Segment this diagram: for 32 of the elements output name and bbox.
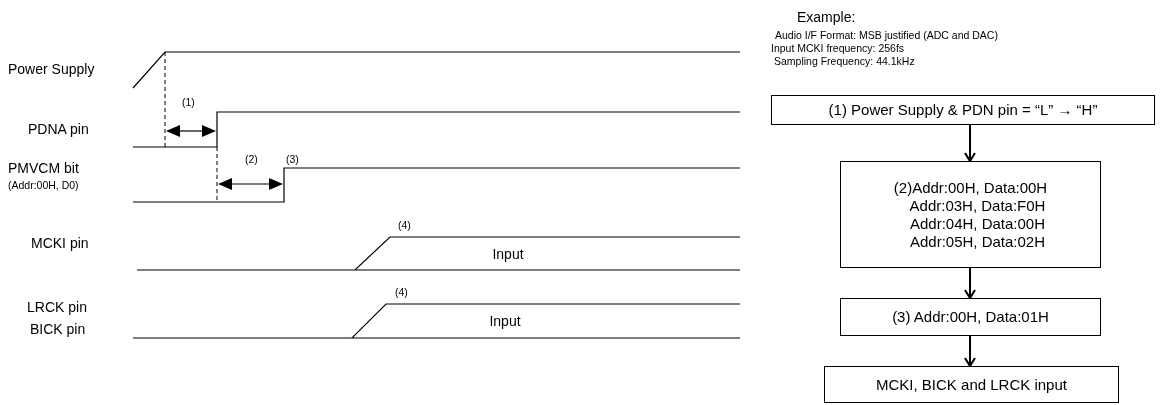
signal-label: LRCK pin — [27, 300, 87, 316]
box-text: (1) Power Supply & PDN pin = “L” → “H” — [828, 101, 1098, 119]
note-text: Audio I/F Format: MSB justified (ADC and DAC) — [775, 30, 998, 42]
signal-label: PDNA pin — [28, 122, 89, 138]
step-number: (2) — [245, 154, 258, 166]
box-text: (3) Addr:00H, Data:01H — [892, 308, 1049, 326]
step-number: (4) — [395, 287, 408, 299]
process-box — [840, 161, 1101, 268]
box-text: Addr:05H, Data:02H — [908, 232, 1046, 251]
signal-label: PMVCM bit — [8, 161, 79, 177]
process-box — [824, 366, 1119, 403]
arrow — [964, 267, 976, 299]
note-text: Sampling Frequency: 44.1kHz — [774, 56, 915, 68]
signal-value: Input — [489, 314, 521, 330]
signal-label: MCKI pin — [31, 236, 89, 252]
box-text: (2)Addr:00H, Data:00H — [893, 178, 1048, 197]
step-number: (4) — [398, 220, 411, 232]
process-box — [840, 298, 1101, 336]
signal-label: Power Supply — [8, 62, 95, 78]
step-number: (3) — [286, 154, 299, 166]
box-text: Addr:03H, Data:F0H — [908, 196, 1046, 215]
process-box — [771, 95, 1155, 125]
arrow — [964, 335, 976, 367]
box-text: MCKI, BICK and LRCK input — [876, 375, 1067, 394]
signal-label: BICK pin — [30, 322, 86, 338]
arrow — [964, 124, 976, 162]
step-number: (1) — [182, 97, 195, 109]
note-text: Input MCKI frequency: 256fs — [771, 43, 905, 55]
heading-text: Example: — [797, 10, 856, 26]
box-text: Addr:04H, Data:00H — [908, 214, 1046, 233]
signal-note: (Addr:00H, D0) — [8, 180, 79, 192]
signal-value: Input — [492, 247, 524, 263]
